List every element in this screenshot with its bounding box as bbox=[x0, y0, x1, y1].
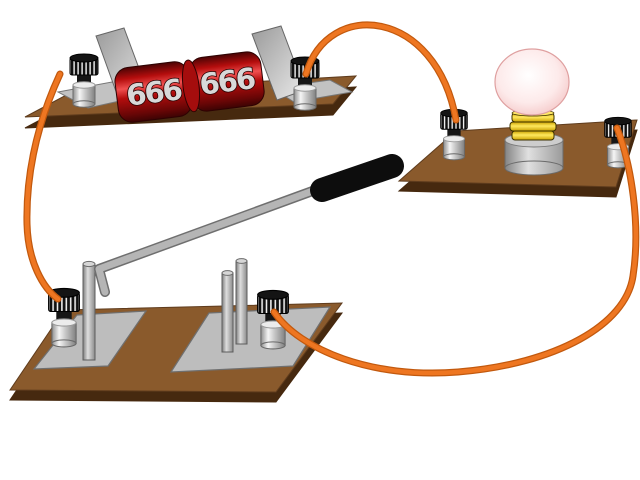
switch-lever bbox=[94, 154, 404, 297]
battery-cell-joint bbox=[181, 59, 201, 113]
switch-plate-right bbox=[169, 306, 332, 373]
wire-bulb-to-switch bbox=[270, 124, 640, 377]
wire-battery-to-switch bbox=[23, 70, 64, 303]
switch-pivot-post bbox=[82, 260, 96, 361]
battery-cell-1-label: 666 bbox=[124, 72, 183, 112]
wire-battery-to-bulb bbox=[302, 21, 460, 124]
knife-switch bbox=[32, 154, 404, 373]
light-bulb bbox=[494, 48, 570, 176]
battery-pack: 666 666 bbox=[114, 51, 265, 123]
battery-cell-2-label: 666 bbox=[198, 61, 257, 101]
bulb-globe bbox=[494, 48, 570, 116]
binding-post-battery-left bbox=[69, 53, 99, 108]
switch-handle bbox=[310, 154, 404, 202]
switch-contact-posts bbox=[221, 258, 248, 353]
